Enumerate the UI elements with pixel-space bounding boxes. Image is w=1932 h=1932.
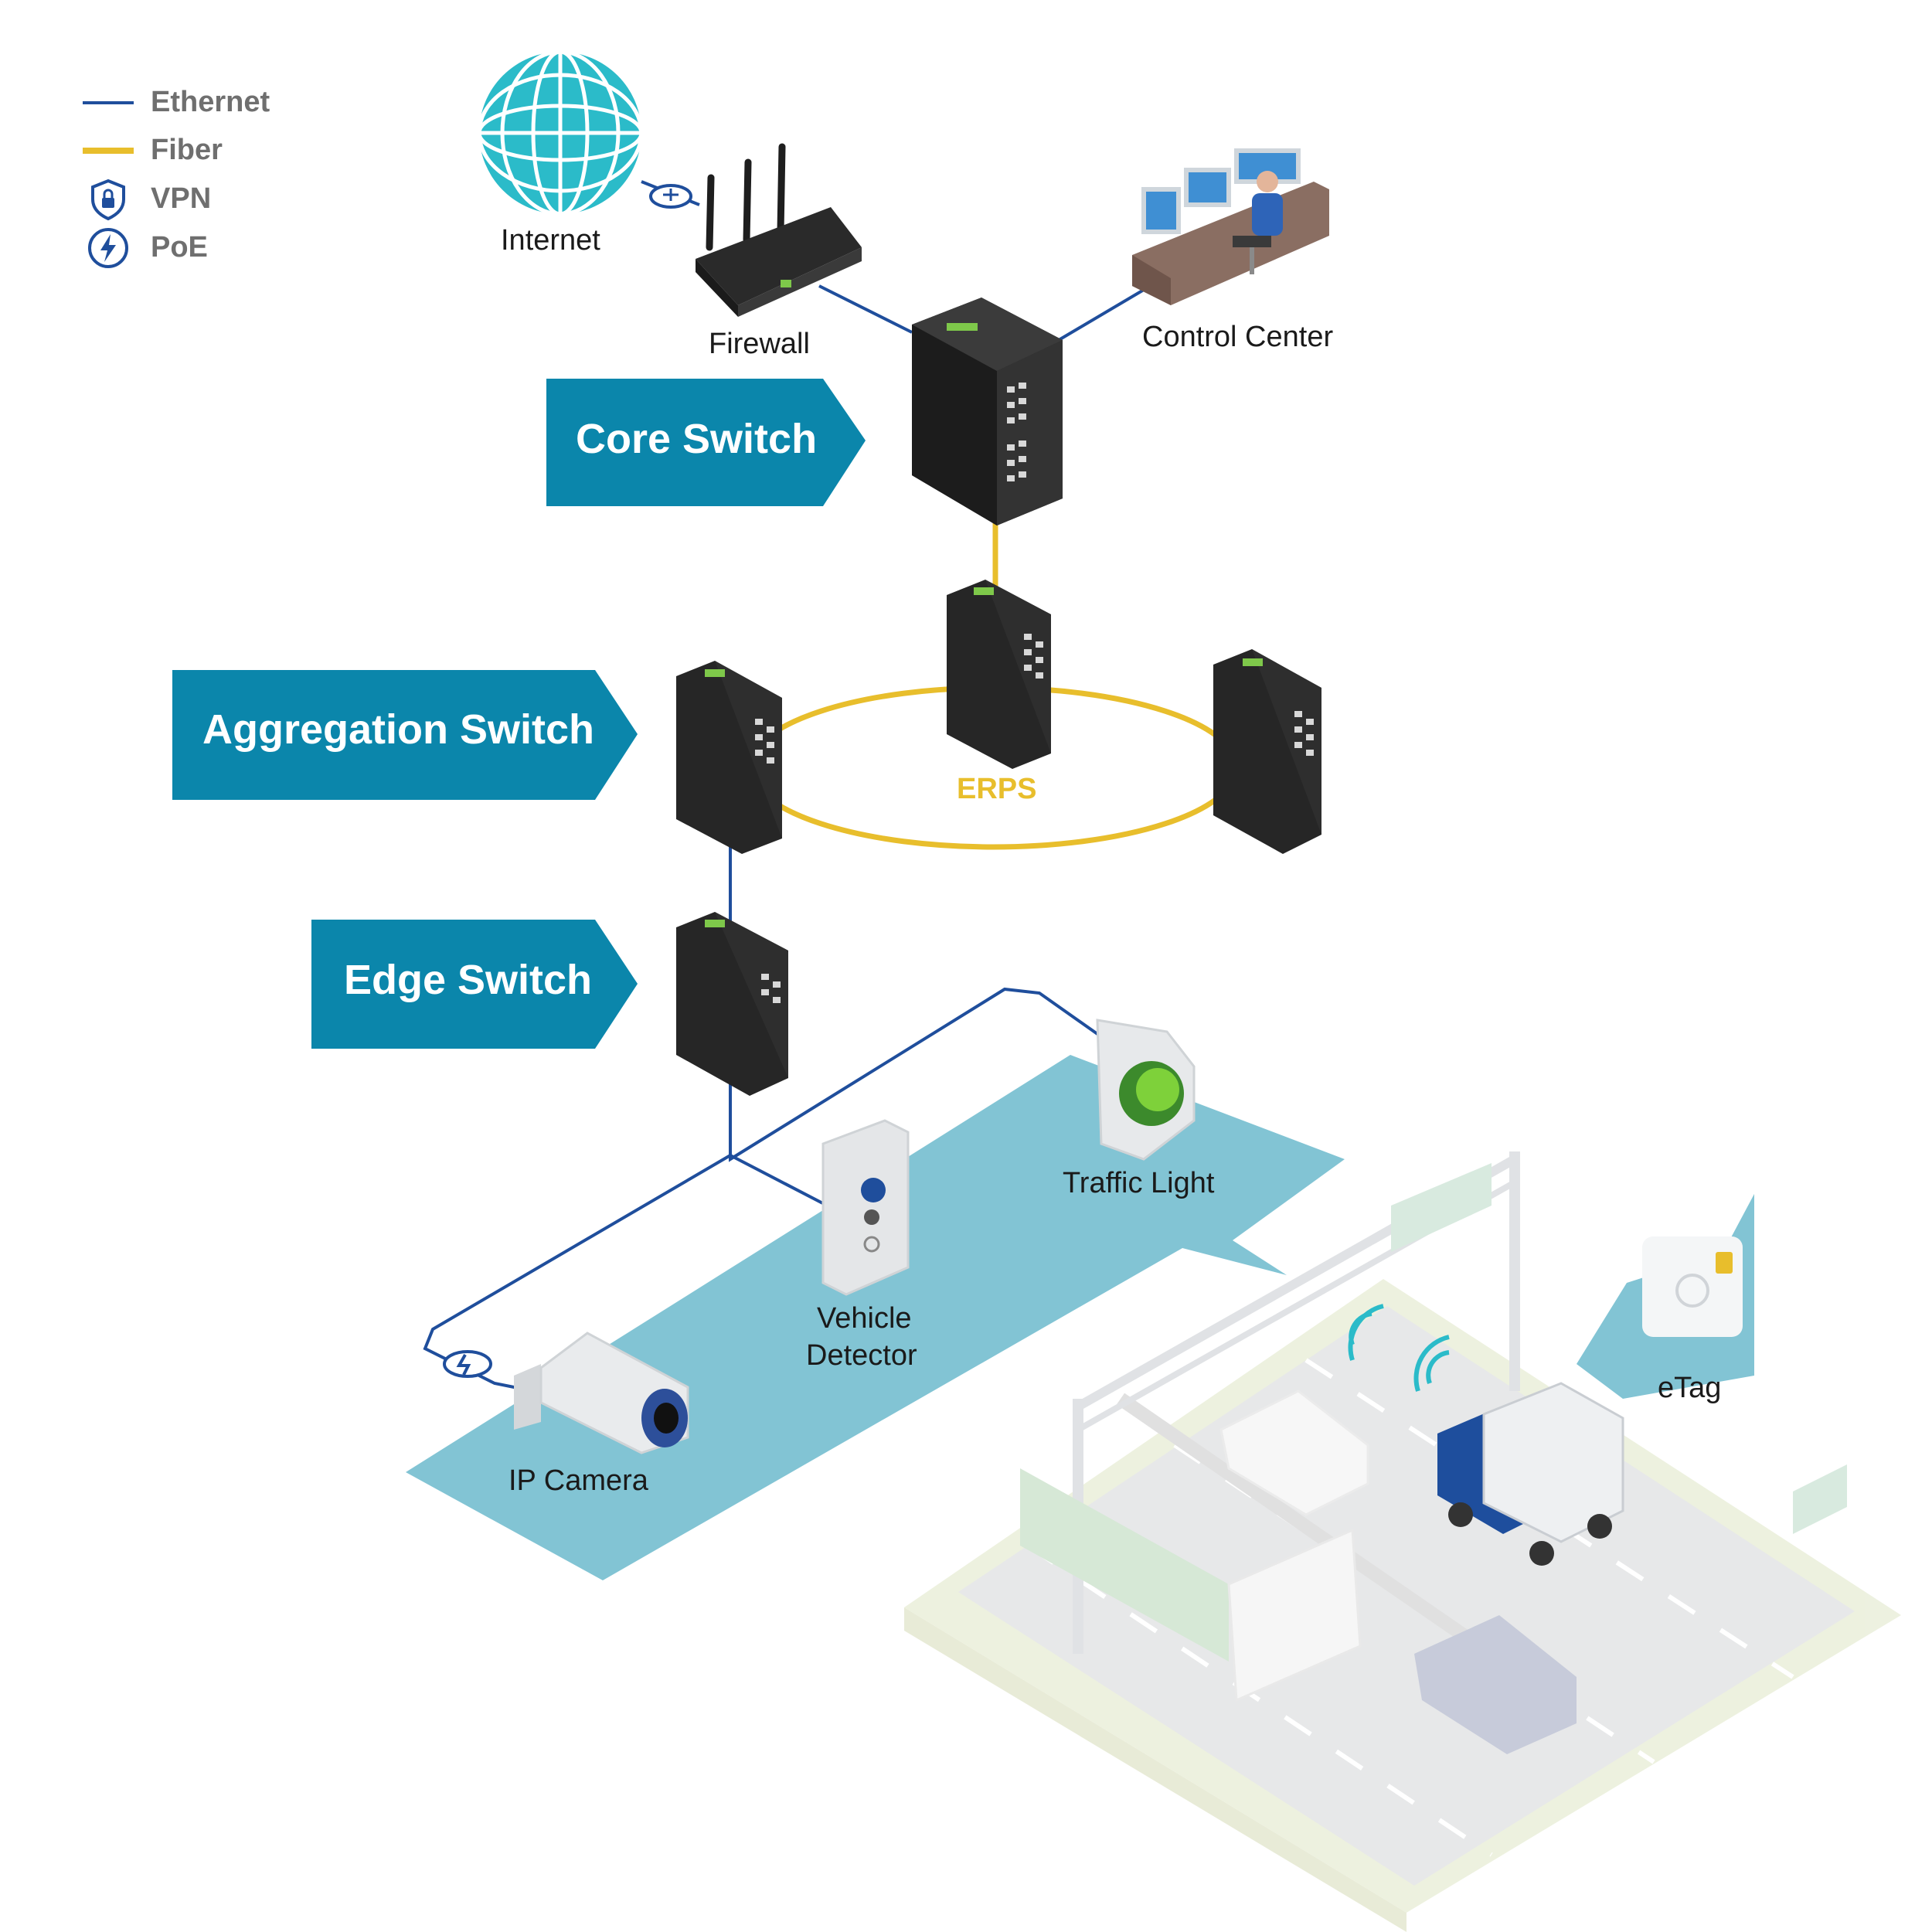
legend-fiber-label: Fiber bbox=[151, 134, 223, 166]
erps-label: ERPS bbox=[957, 773, 1037, 805]
etag-chip-icon bbox=[1716, 1252, 1733, 1274]
lightning-bolt-icon bbox=[88, 228, 128, 268]
legend-poe-label: PoE bbox=[151, 231, 208, 264]
legend: Ethernet Fiber VPN PoE bbox=[81, 73, 313, 274]
ip-camera-label: IP Camera bbox=[509, 1464, 648, 1497]
highway-scene bbox=[904, 1151, 1901, 1932]
edge-switch-title: Edge Switch bbox=[344, 957, 593, 1003]
hub-ip-camera-link bbox=[423, 1154, 732, 1393]
ethernet-links bbox=[423, 180, 1145, 1393]
core-control-link bbox=[1057, 288, 1145, 342]
poe-badge bbox=[443, 1350, 492, 1378]
core-switch-banner bbox=[546, 379, 866, 506]
etag-globe-icon bbox=[1675, 1274, 1709, 1308]
vehicle-detector-label-line1: Vehicle bbox=[817, 1302, 912, 1335]
control-center-icon bbox=[1132, 148, 1329, 305]
legend-vpn: VPN bbox=[81, 178, 313, 221]
shield-lock-icon bbox=[91, 179, 125, 221]
globe-icon bbox=[477, 49, 644, 216]
vehicle-detector-icon bbox=[821, 1119, 910, 1296]
legend-ethernet: Ethernet bbox=[81, 81, 313, 124]
legend-vpn-label: VPN bbox=[151, 182, 212, 215]
internet-label: Internet bbox=[501, 224, 600, 257]
etag-card bbox=[1642, 1236, 1743, 1337]
core-switch-title: Core Switch bbox=[576, 416, 818, 462]
firewall-core-link bbox=[818, 284, 913, 334]
hub-vehicle-detector-link bbox=[730, 1154, 835, 1211]
firewall-router-icon bbox=[696, 143, 862, 317]
etag-label: eTag bbox=[1658, 1372, 1722, 1404]
edge-switch-banner bbox=[311, 920, 638, 1049]
legend-fiber: Fiber bbox=[81, 129, 313, 172]
ethernet-line-icon bbox=[83, 101, 134, 104]
ip-camera-icon bbox=[514, 1332, 689, 1454]
fiber-line-icon bbox=[83, 148, 134, 154]
firewall-label: Firewall bbox=[709, 328, 810, 360]
vehicle-detector-label-line2: Detector bbox=[806, 1339, 917, 1372]
truck bbox=[1348, 1304, 1624, 1566]
control-center-label: Control Center bbox=[1142, 321, 1334, 353]
aggregation-switch-title: Aggregation Switch bbox=[202, 706, 595, 753]
aggregation-switch-top-icon bbox=[947, 580, 1051, 769]
hub-traffic-light-link bbox=[729, 987, 1107, 1162]
legend-poe: PoE bbox=[81, 226, 313, 270]
edge-switch-icon bbox=[676, 912, 788, 1096]
traffic-light-label: Traffic Light bbox=[1063, 1167, 1215, 1199]
traffic-light-icon bbox=[1096, 1019, 1196, 1161]
aggregation-switch-banner bbox=[172, 670, 638, 800]
vpn-badge bbox=[649, 184, 692, 209]
aggregation-switch-right-icon bbox=[1213, 649, 1321, 854]
legend-ethernet-label: Ethernet bbox=[151, 86, 270, 118]
core-switch-icon bbox=[912, 298, 1063, 526]
aggregation-switch-left-icon bbox=[676, 661, 782, 854]
